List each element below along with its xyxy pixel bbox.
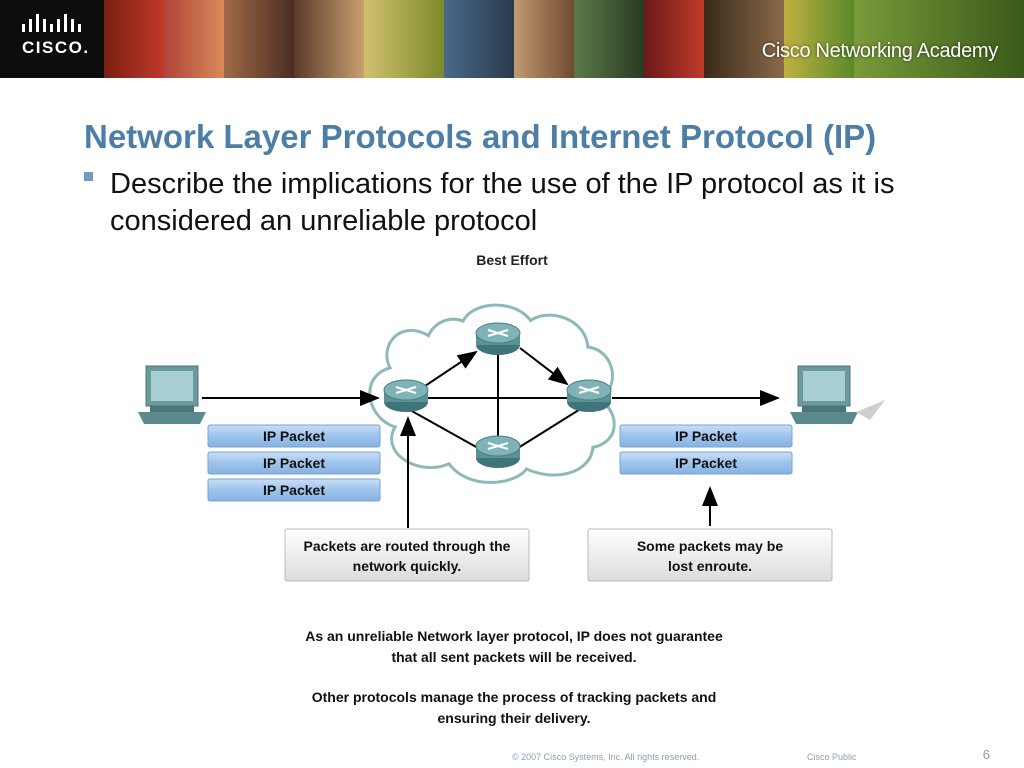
banner-photos xyxy=(104,0,1024,78)
cloud-icon xyxy=(368,303,616,484)
cisco-logo-icon xyxy=(22,14,81,32)
callout-right: Some packets may be lost enroute. xyxy=(587,528,833,582)
ip-packet-label: IP Packet xyxy=(263,455,325,471)
caption-2-line1: Other protocols manage the process of tr… xyxy=(312,689,717,705)
router-icon xyxy=(383,379,429,412)
caption-1-line1: As an unreliable Network layer protocol,… xyxy=(305,628,723,644)
academy-name: Cisco Networking Academy xyxy=(761,40,999,62)
ip-packet-label: IP Packet xyxy=(675,428,737,444)
ip-packet-label: IP Packet xyxy=(263,482,325,498)
footer-classification: Cisco Public xyxy=(807,752,857,762)
footer-copyright: © 2007 Cisco Systems, Inc. All rights re… xyxy=(512,752,700,762)
packet-stack-right: IP Packet IP Packet xyxy=(619,424,793,475)
callout-left-line1: Packets are routed through the xyxy=(304,538,511,554)
router-icon xyxy=(566,379,612,412)
computer-icon xyxy=(138,365,206,424)
bullet-text: Describe the implications for the use of… xyxy=(110,168,895,237)
page-number: 6 xyxy=(982,747,990,762)
computer-icon xyxy=(790,365,885,424)
cisco-logo-text: CISCO. xyxy=(22,38,90,57)
caption-1-line2: that all sent packets will be received. xyxy=(391,649,636,665)
callout-right-line2: lost enroute. xyxy=(668,558,752,574)
figure-title: Best Effort xyxy=(476,252,548,268)
router-icon xyxy=(475,435,521,468)
caption-2-line2: ensuring their delivery. xyxy=(437,710,590,726)
cisco-logo: CISCO. xyxy=(0,0,104,78)
callout-left-line2: network quickly. xyxy=(353,558,462,574)
ip-packet-label: IP Packet xyxy=(263,428,325,444)
packet-stack-left: IP Packet IP Packet IP Packet xyxy=(207,424,381,502)
caption-1: As an unreliable Network layer protocol,… xyxy=(305,628,723,665)
callout-right-line1: Some packets may be xyxy=(637,538,784,554)
bullet-square-icon xyxy=(84,172,93,181)
caption-2: Other protocols manage the process of tr… xyxy=(312,689,717,726)
header-banner: CISCO. Cisco Networking Academy xyxy=(0,0,1024,78)
callout-left: Packets are routed through the network q… xyxy=(284,528,530,582)
router-icon xyxy=(475,322,521,355)
ip-packet-label: IP Packet xyxy=(675,455,737,471)
slide-title: Network Layer Protocols and Internet Pro… xyxy=(84,118,877,155)
